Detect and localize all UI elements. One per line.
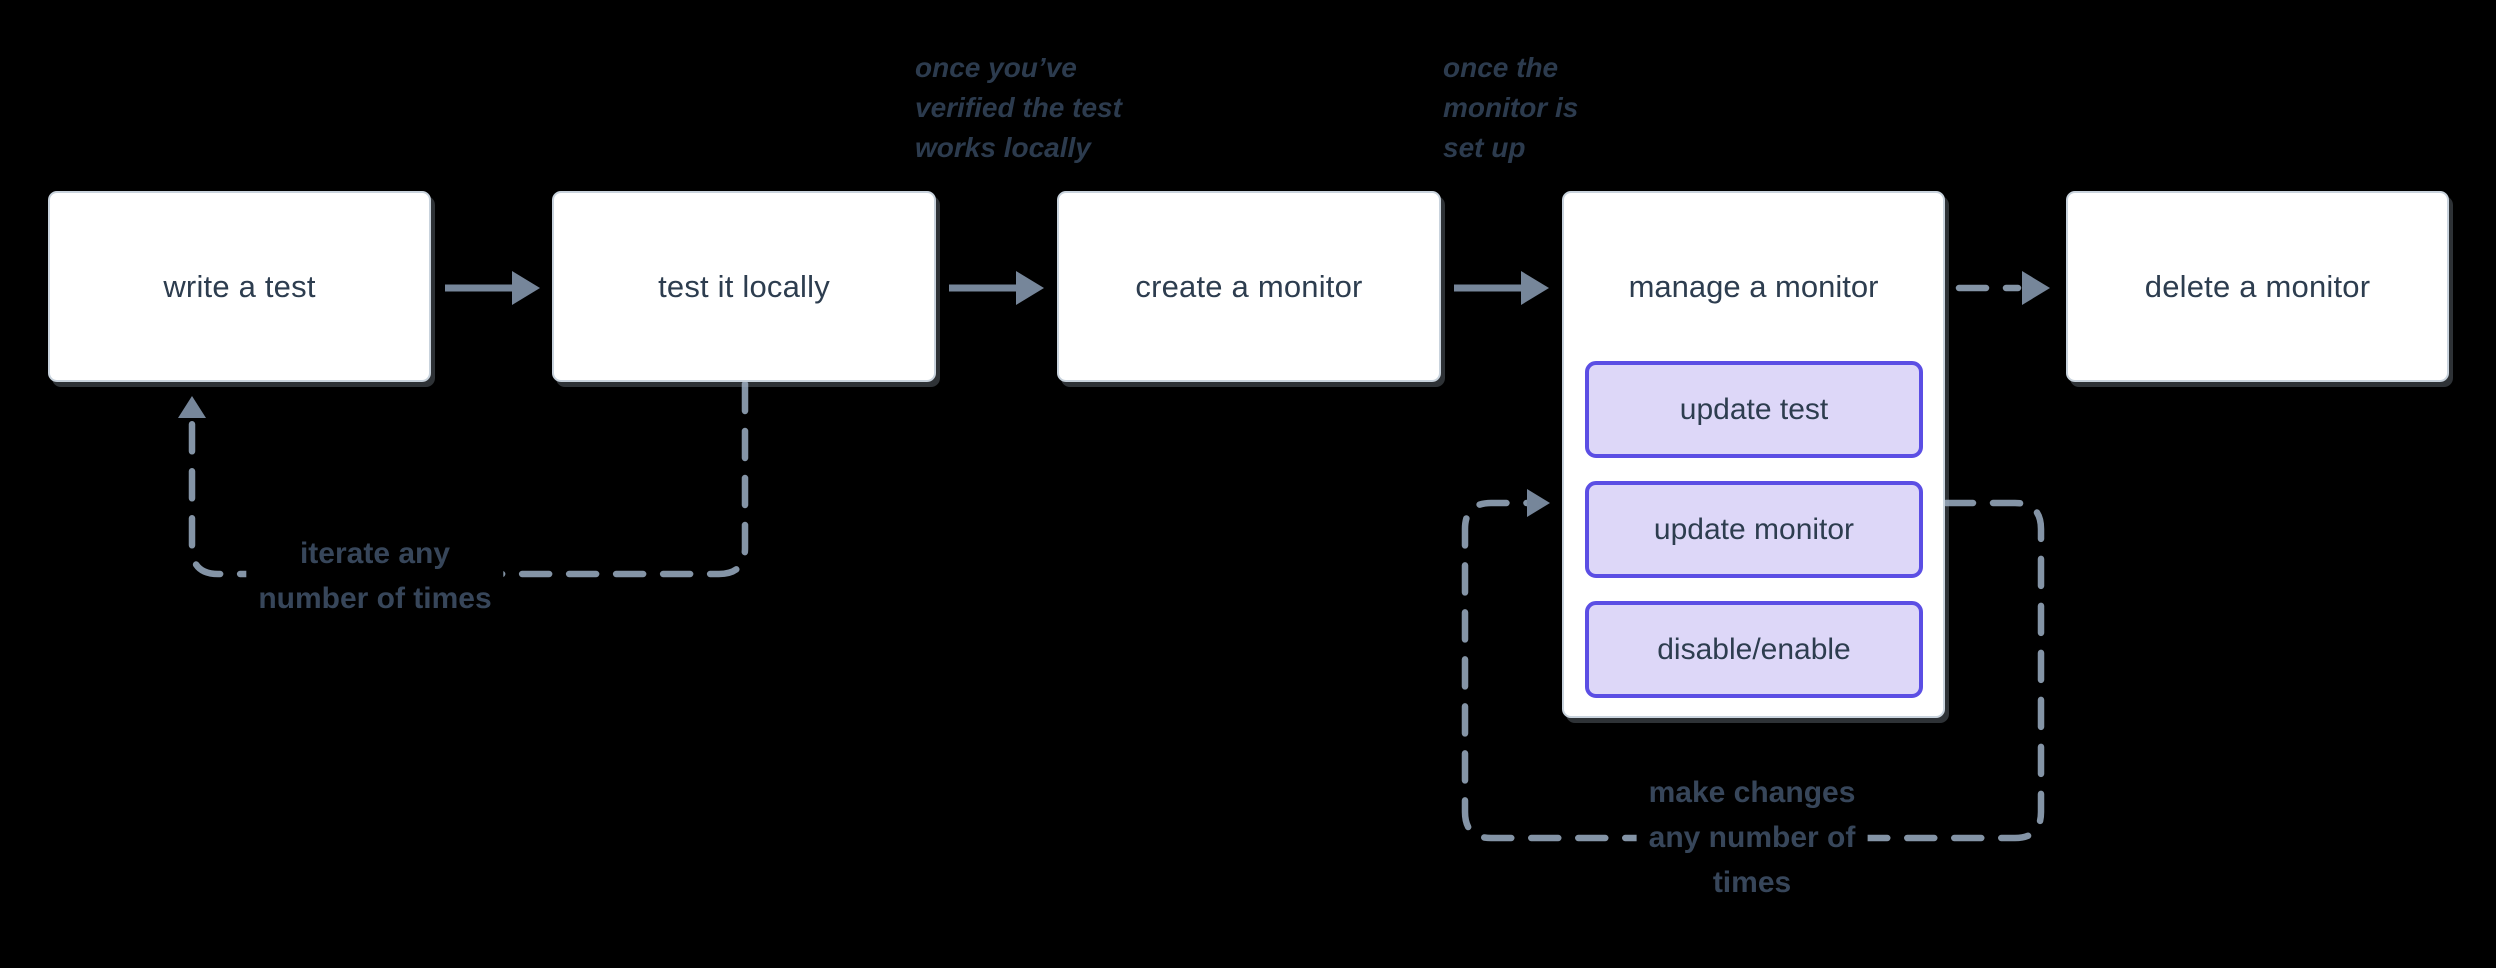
box-label: manage a monitor xyxy=(1628,269,1879,304)
loop-label-line: any number of xyxy=(1648,821,1856,854)
arrowhead-create-to-manage xyxy=(1521,271,1549,305)
box-label: write a test xyxy=(163,268,316,304)
annotation-line: once the xyxy=(1443,52,1559,83)
loop-label-make-changes: make changes any number of times xyxy=(1636,770,1868,905)
annotation-line: works locally xyxy=(915,132,1091,163)
button-label: update test xyxy=(1679,392,1829,426)
box-delete-a-monitor: delete a monitor xyxy=(2066,191,2449,382)
annotation-once-set-up: once the monitor is set up xyxy=(1443,48,1578,168)
button-label: update monitor xyxy=(1653,512,1855,546)
loop-iterate-arrowhead xyxy=(178,396,206,418)
arrowhead-test-to-create xyxy=(1016,271,1044,305)
arrowhead-manage-to-delete xyxy=(2022,271,2050,305)
button-update-monitor: update monitor xyxy=(1585,481,1923,578)
annotation-line: once you’ve xyxy=(915,52,1077,83)
box-label: create a monitor xyxy=(1135,268,1363,304)
loop-make-changes-arrowhead xyxy=(1527,489,1550,517)
box-label: test it locally xyxy=(658,268,830,304)
box-write-a-test: write a test xyxy=(48,191,431,382)
loop-label-line: make changes xyxy=(1648,776,1856,809)
box-manage-a-monitor: manage a monitor update test update moni… xyxy=(1562,191,1945,718)
annotation-line: set up xyxy=(1443,132,1526,163)
button-update-test: update test xyxy=(1585,361,1923,458)
box-test-it-locally: test it locally xyxy=(552,191,936,382)
button-label: disable/enable xyxy=(1657,632,1851,666)
loop-label-iterate: iterate any number of times xyxy=(246,531,504,621)
box-create-a-monitor: create a monitor xyxy=(1057,191,1441,382)
arrowhead-write-to-test xyxy=(512,271,540,305)
box-label: delete a monitor xyxy=(2144,268,2371,304)
loop-label-line: iterate any xyxy=(299,537,451,570)
button-disable-enable: disable/enable xyxy=(1585,601,1923,698)
annotation-line: monitor is xyxy=(1443,92,1579,123)
loop-label-line: times xyxy=(1712,866,1792,899)
annotation-once-verified: once you’ve verified the test works loca… xyxy=(915,48,1122,168)
loop-label-line: number of times xyxy=(258,582,492,615)
annotation-line: verified the test xyxy=(915,92,1122,123)
